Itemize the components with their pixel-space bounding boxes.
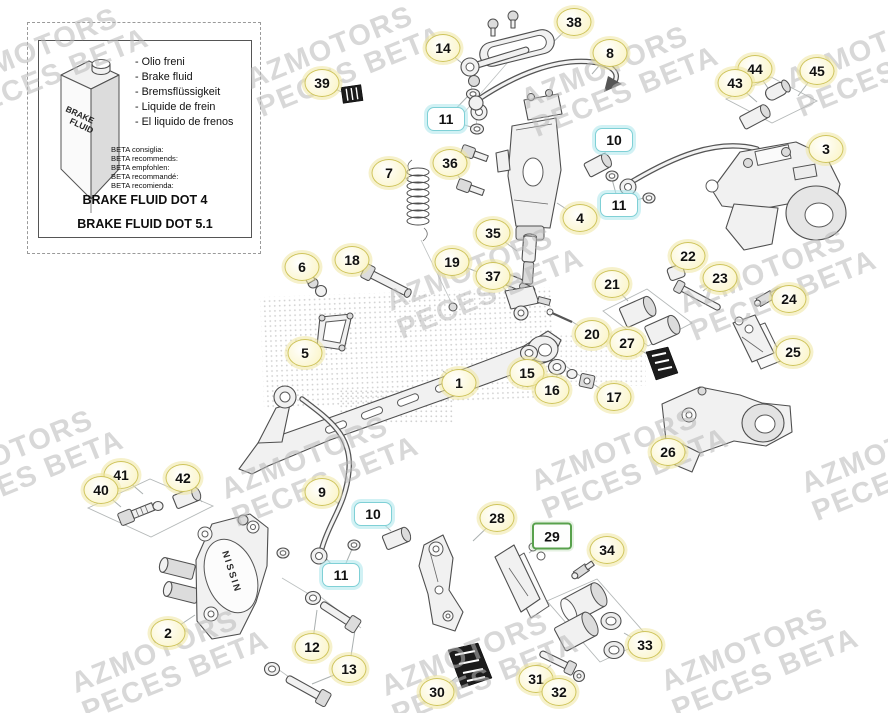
- part-pivot-washers: [519, 344, 596, 389]
- part-pad-pin: [673, 279, 721, 311]
- callout-41[interactable]: 41: [103, 461, 139, 489]
- callout-8[interactable]: 8: [592, 39, 628, 67]
- callout-30[interactable]: 30: [419, 678, 455, 706]
- callout-40[interactable]: 40: [83, 476, 119, 504]
- callout-33[interactable]: 33: [627, 631, 663, 659]
- part-rear-pistons: [618, 295, 681, 346]
- part-rear-piston-kit: [739, 79, 791, 130]
- recommendation: BETA recomienda:: [111, 181, 174, 190]
- fluid-name: - Liquide de frein: [135, 101, 216, 113]
- callout-21[interactable]: 21: [594, 270, 630, 298]
- part-triangle-bracket: [316, 312, 354, 352]
- callout-11[interactable]: 11: [427, 107, 465, 131]
- recommendation-list: BETA consiglia: BETA recommends: BETA em…: [111, 145, 178, 190]
- callout-2[interactable]: 2: [150, 619, 186, 647]
- part-front-bleeder: [571, 560, 595, 580]
- callout-28[interactable]: 28: [479, 504, 515, 532]
- callout-1[interactable]: 1: [441, 369, 477, 397]
- callout-16[interactable]: 16: [534, 376, 570, 404]
- part-banjo-bolt-kit: [117, 486, 202, 526]
- callout-4[interactable]: 4: [562, 204, 598, 232]
- callout-23[interactable]: 23: [702, 264, 738, 292]
- callout-27[interactable]: 27: [609, 329, 645, 357]
- callout-13[interactable]: 13: [331, 655, 367, 683]
- part-caliper-carrier: [661, 386, 793, 473]
- callout-11[interactable]: 11: [322, 563, 360, 587]
- part-rear-hose-fittings: [583, 143, 760, 204]
- callout-31[interactable]: 31: [518, 665, 554, 693]
- part-rod-joint: [504, 285, 552, 321]
- callout-10[interactable]: 10: [595, 128, 633, 152]
- callout-45[interactable]: 45: [799, 57, 835, 85]
- callout-36[interactable]: 36: [432, 149, 468, 177]
- callout-25[interactable]: 25: [775, 338, 811, 366]
- part-piston-rod: [521, 233, 538, 285]
- brake-fluid-bottle: BRAKE FLUID: [60, 59, 120, 213]
- callout-7[interactable]: 7: [371, 159, 407, 187]
- part-front-hose: [276, 396, 412, 565]
- recommendation: BETA empfohlen:: [111, 163, 170, 172]
- part-front-caliper: NISSIN: [158, 513, 269, 640]
- fluid-name-list: - Olio freni - Brake fluid - Bremsflüssi…: [135, 55, 233, 130]
- recommendation: BETA recommandé:: [111, 172, 179, 181]
- fluid-name: - Bremsflüssigkeit: [135, 86, 221, 98]
- callout-24[interactable]: 24: [771, 285, 807, 313]
- fluid-name: - Olio freni: [135, 56, 185, 68]
- callout-19[interactable]: 19: [434, 248, 470, 276]
- part-pin-cap: [572, 669, 586, 683]
- part-pad-spring-rear: [645, 346, 679, 381]
- callout-3[interactable]: 3: [808, 135, 844, 163]
- dot51-spec: BRAKE FLUID DOT 5.1: [77, 217, 213, 231]
- part-return-spring: [406, 159, 430, 242]
- callout-14[interactable]: 14: [425, 34, 461, 62]
- callout-6[interactable]: 6: [284, 253, 320, 281]
- part-master-cylinder: [495, 89, 563, 241]
- part-front-pad-pin: [539, 650, 577, 676]
- fluid-name: - Brake fluid: [135, 71, 193, 83]
- callout-39[interactable]: 39: [304, 69, 340, 97]
- part-reservoir-hose: [468, 58, 622, 111]
- callout-17[interactable]: 17: [596, 383, 632, 411]
- brake-fluid-info-inner: BRAKE FLUID - Olio freni - Brake fluid -…: [38, 40, 252, 238]
- callout-11[interactable]: 11: [600, 193, 638, 217]
- callout-10[interactable]: 10: [354, 502, 392, 526]
- callout-34[interactable]: 34: [589, 536, 625, 564]
- part-front-piston-kit: [554, 582, 625, 660]
- part-rear-caliper: [705, 141, 847, 251]
- callout-9[interactable]: 9: [304, 478, 340, 506]
- callout-29[interactable]: 29: [532, 522, 572, 550]
- part-mount-bolts: [263, 590, 362, 708]
- callout-42[interactable]: 42: [165, 464, 201, 492]
- brake-fluid-info-box: BRAKE FLUID - Olio freni - Brake fluid -…: [27, 22, 261, 254]
- callout-43[interactable]: 43: [717, 69, 753, 97]
- callout-5[interactable]: 5: [287, 339, 323, 367]
- part-rear-brake-pads: [732, 314, 784, 370]
- recommendation: BETA recommends:: [111, 154, 178, 163]
- callout-18[interactable]: 18: [334, 246, 370, 274]
- callout-12[interactable]: 12: [294, 633, 330, 661]
- part-cotter-pin: [546, 308, 573, 324]
- callout-20[interactable]: 20: [574, 320, 610, 348]
- callout-37[interactable]: 37: [475, 262, 511, 290]
- part-hose-clip: [340, 84, 364, 104]
- fluid-name: - El liquido de frenos: [135, 116, 234, 128]
- recommendation: BETA consiglia:: [111, 145, 164, 154]
- callout-35[interactable]: 35: [475, 219, 511, 247]
- dot4-spec: BRAKE FLUID DOT 4: [82, 193, 208, 207]
- part-pad-spring-front: [447, 642, 493, 689]
- callout-38[interactable]: 38: [556, 8, 592, 36]
- callout-32[interactable]: 32: [541, 678, 577, 706]
- part-pad-hanger: [418, 534, 464, 632]
- callout-26[interactable]: 26: [650, 438, 686, 466]
- callout-22[interactable]: 22: [670, 242, 706, 270]
